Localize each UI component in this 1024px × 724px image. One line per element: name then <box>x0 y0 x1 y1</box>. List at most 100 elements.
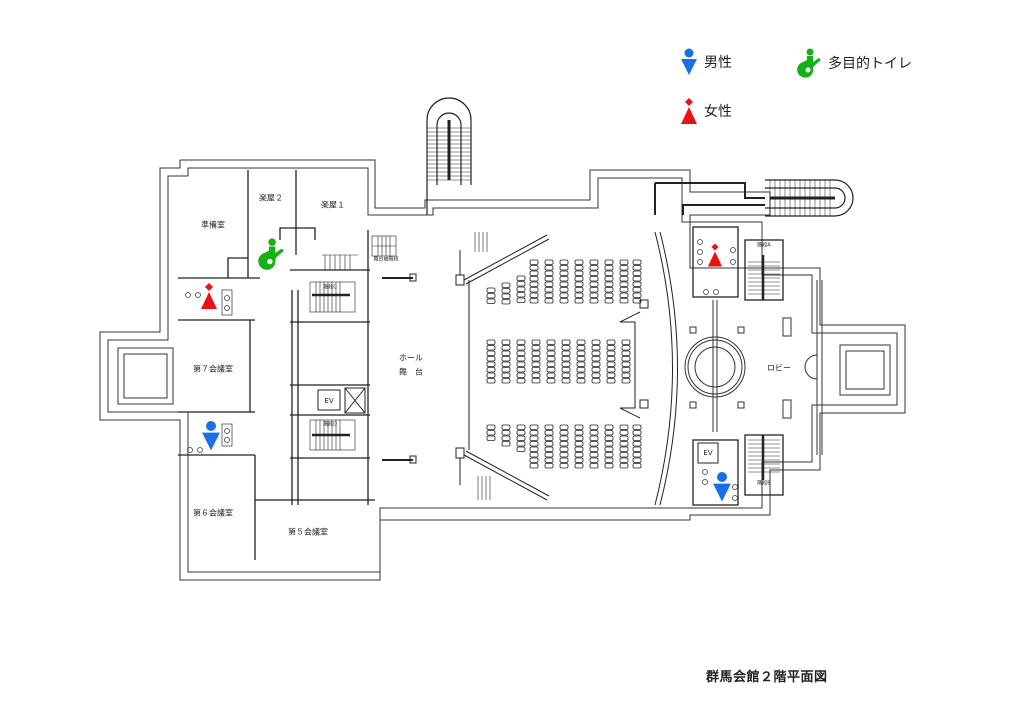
seat <box>544 287 554 293</box>
seat <box>604 452 614 458</box>
seat <box>621 356 631 362</box>
east-stair-a <box>748 255 780 300</box>
seat <box>621 378 631 384</box>
seat <box>574 287 584 293</box>
seat <box>591 350 601 356</box>
seat <box>589 265 599 271</box>
seat <box>486 356 496 362</box>
seat <box>604 287 614 293</box>
seat <box>544 452 554 458</box>
seat <box>632 298 642 304</box>
seat <box>529 265 539 271</box>
room-label-meeting-7: 第７会議室 <box>193 364 233 374</box>
seat <box>619 265 629 271</box>
seat <box>516 292 526 298</box>
east-bay <box>839 344 891 396</box>
seat <box>529 457 539 463</box>
seat <box>516 361 526 367</box>
seat <box>544 435 554 441</box>
seat <box>546 361 556 367</box>
seat <box>589 281 599 287</box>
seat <box>621 361 631 367</box>
room-label-east-ev: EV <box>703 449 713 457</box>
seat <box>632 446 642 452</box>
legend-male: 男性 <box>680 48 732 76</box>
seat <box>501 299 511 305</box>
west-wing-walls <box>178 170 375 560</box>
west-stair-1 <box>309 281 356 313</box>
room-label-stair-b: 階段B <box>757 480 771 487</box>
seat <box>574 424 584 430</box>
seat <box>619 270 629 276</box>
seat <box>576 345 586 351</box>
seat <box>606 345 616 351</box>
seat <box>516 441 526 447</box>
west-stair-2 <box>309 419 356 451</box>
seat <box>632 292 642 298</box>
seat <box>604 424 614 430</box>
seat <box>576 350 586 356</box>
room-label-green-room-2: 楽屋２ <box>259 193 283 203</box>
seat <box>632 270 642 276</box>
seat <box>604 270 614 276</box>
seat <box>501 372 511 378</box>
seat <box>574 276 584 282</box>
west-stair-top <box>322 254 358 270</box>
seat <box>561 339 571 345</box>
seat <box>544 259 554 265</box>
seat <box>574 292 584 298</box>
seat <box>574 270 584 276</box>
legend-male-label: 男性 <box>704 55 732 71</box>
seat <box>561 378 571 384</box>
seat <box>621 372 631 378</box>
room-label-prep-room: 準備室 <box>201 220 225 230</box>
seat <box>619 452 629 458</box>
seat <box>501 345 511 351</box>
seat <box>559 463 569 469</box>
seat <box>589 446 599 452</box>
seat <box>589 259 599 265</box>
seat <box>604 292 614 298</box>
seat <box>619 446 629 452</box>
female-toilet-icon <box>201 283 217 309</box>
seat <box>546 345 556 351</box>
seat <box>606 372 616 378</box>
seat <box>619 435 629 441</box>
seat <box>544 457 554 463</box>
seat <box>546 372 556 378</box>
room-label-stair-d: 階段D <box>323 421 337 428</box>
seat <box>529 292 539 298</box>
seat <box>561 345 571 351</box>
seat <box>604 457 614 463</box>
seat <box>531 350 541 356</box>
seat <box>501 282 511 288</box>
seat <box>632 259 642 265</box>
inner-wall-outline <box>107 167 898 573</box>
seat <box>531 339 541 345</box>
seat <box>632 457 642 463</box>
room-label-meeting-6: 第６会議室 <box>193 508 233 518</box>
seat <box>632 463 642 469</box>
seat <box>486 350 496 356</box>
seat <box>619 441 629 447</box>
seat <box>589 292 599 298</box>
seat <box>486 345 496 351</box>
seat <box>604 259 614 265</box>
legend-accessible: 多目的トイレ <box>796 48 912 78</box>
seat <box>529 424 539 430</box>
seat <box>606 356 616 362</box>
seat <box>559 446 569 452</box>
male-toilet-icon <box>681 48 697 75</box>
seat <box>619 298 629 304</box>
seat <box>516 281 526 287</box>
north-stair-treads <box>427 127 471 181</box>
auditorium-rear-wall <box>619 231 678 506</box>
seat <box>529 463 539 469</box>
seat <box>559 287 569 293</box>
seat <box>589 270 599 276</box>
seat <box>544 298 554 304</box>
seat <box>632 430 642 436</box>
accessible-toilet-icon <box>797 48 821 78</box>
seat <box>632 265 642 271</box>
